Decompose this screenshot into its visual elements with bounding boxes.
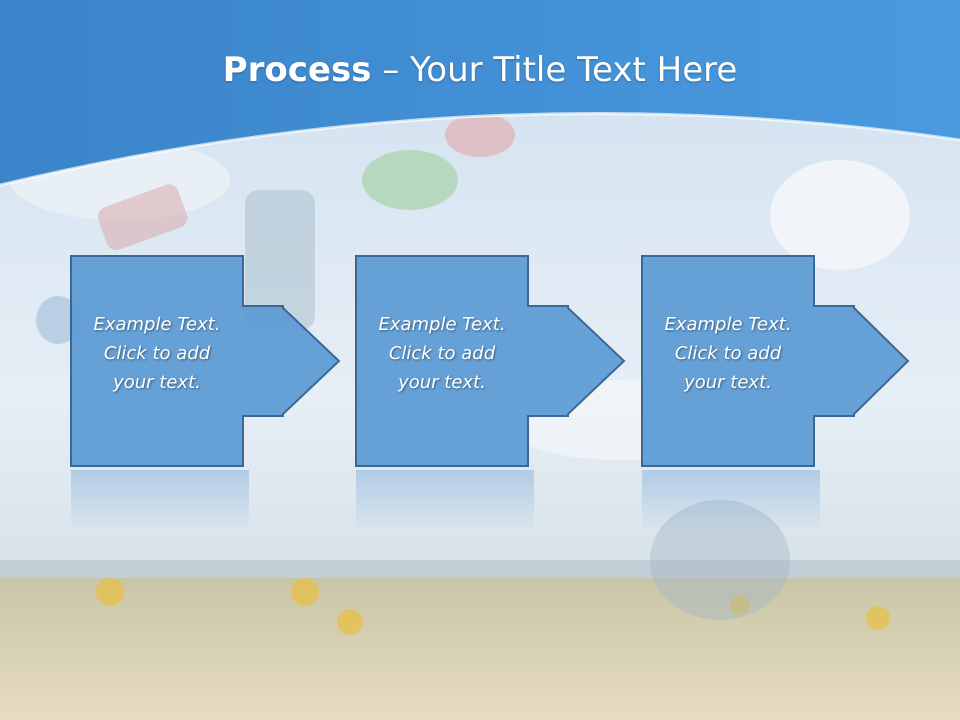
process-step-2[interactable]: Example Text. Click to add your text.	[355, 255, 626, 468]
step-text: Example Text. Click to add your text.	[356, 310, 528, 397]
step-text: Example Text. Click to add your text.	[71, 310, 243, 397]
title-rest: – Your Title Text Here	[371, 50, 738, 90]
step-line-3: your text.	[113, 372, 201, 393]
box-arrow-shape	[355, 255, 626, 467]
step-reflection	[642, 470, 820, 532]
title-bold: Process	[222, 50, 372, 90]
step-line-2: Click to add	[388, 343, 496, 364]
slide-title[interactable]: Process – Your Title Text Here	[0, 50, 960, 90]
box-arrow-shape	[70, 255, 341, 467]
step-line-1: Example Text.	[664, 314, 792, 335]
step-text: Example Text. Click to add your text.	[642, 310, 814, 397]
step-line-3: your text.	[684, 372, 772, 393]
step-line-2: Click to add	[674, 343, 782, 364]
step-line-1: Example Text.	[378, 314, 506, 335]
step-reflection	[71, 470, 249, 532]
step-line-1: Example Text.	[93, 314, 221, 335]
step-line-3: your text.	[398, 372, 486, 393]
step-line-2: Click to add	[103, 343, 211, 364]
process-step-1[interactable]: Example Text. Click to add your text.	[70, 255, 341, 468]
process-step-3[interactable]: Example Text. Click to add your text.	[641, 255, 910, 468]
step-reflection	[356, 470, 534, 532]
box-arrow-shape	[641, 255, 910, 467]
